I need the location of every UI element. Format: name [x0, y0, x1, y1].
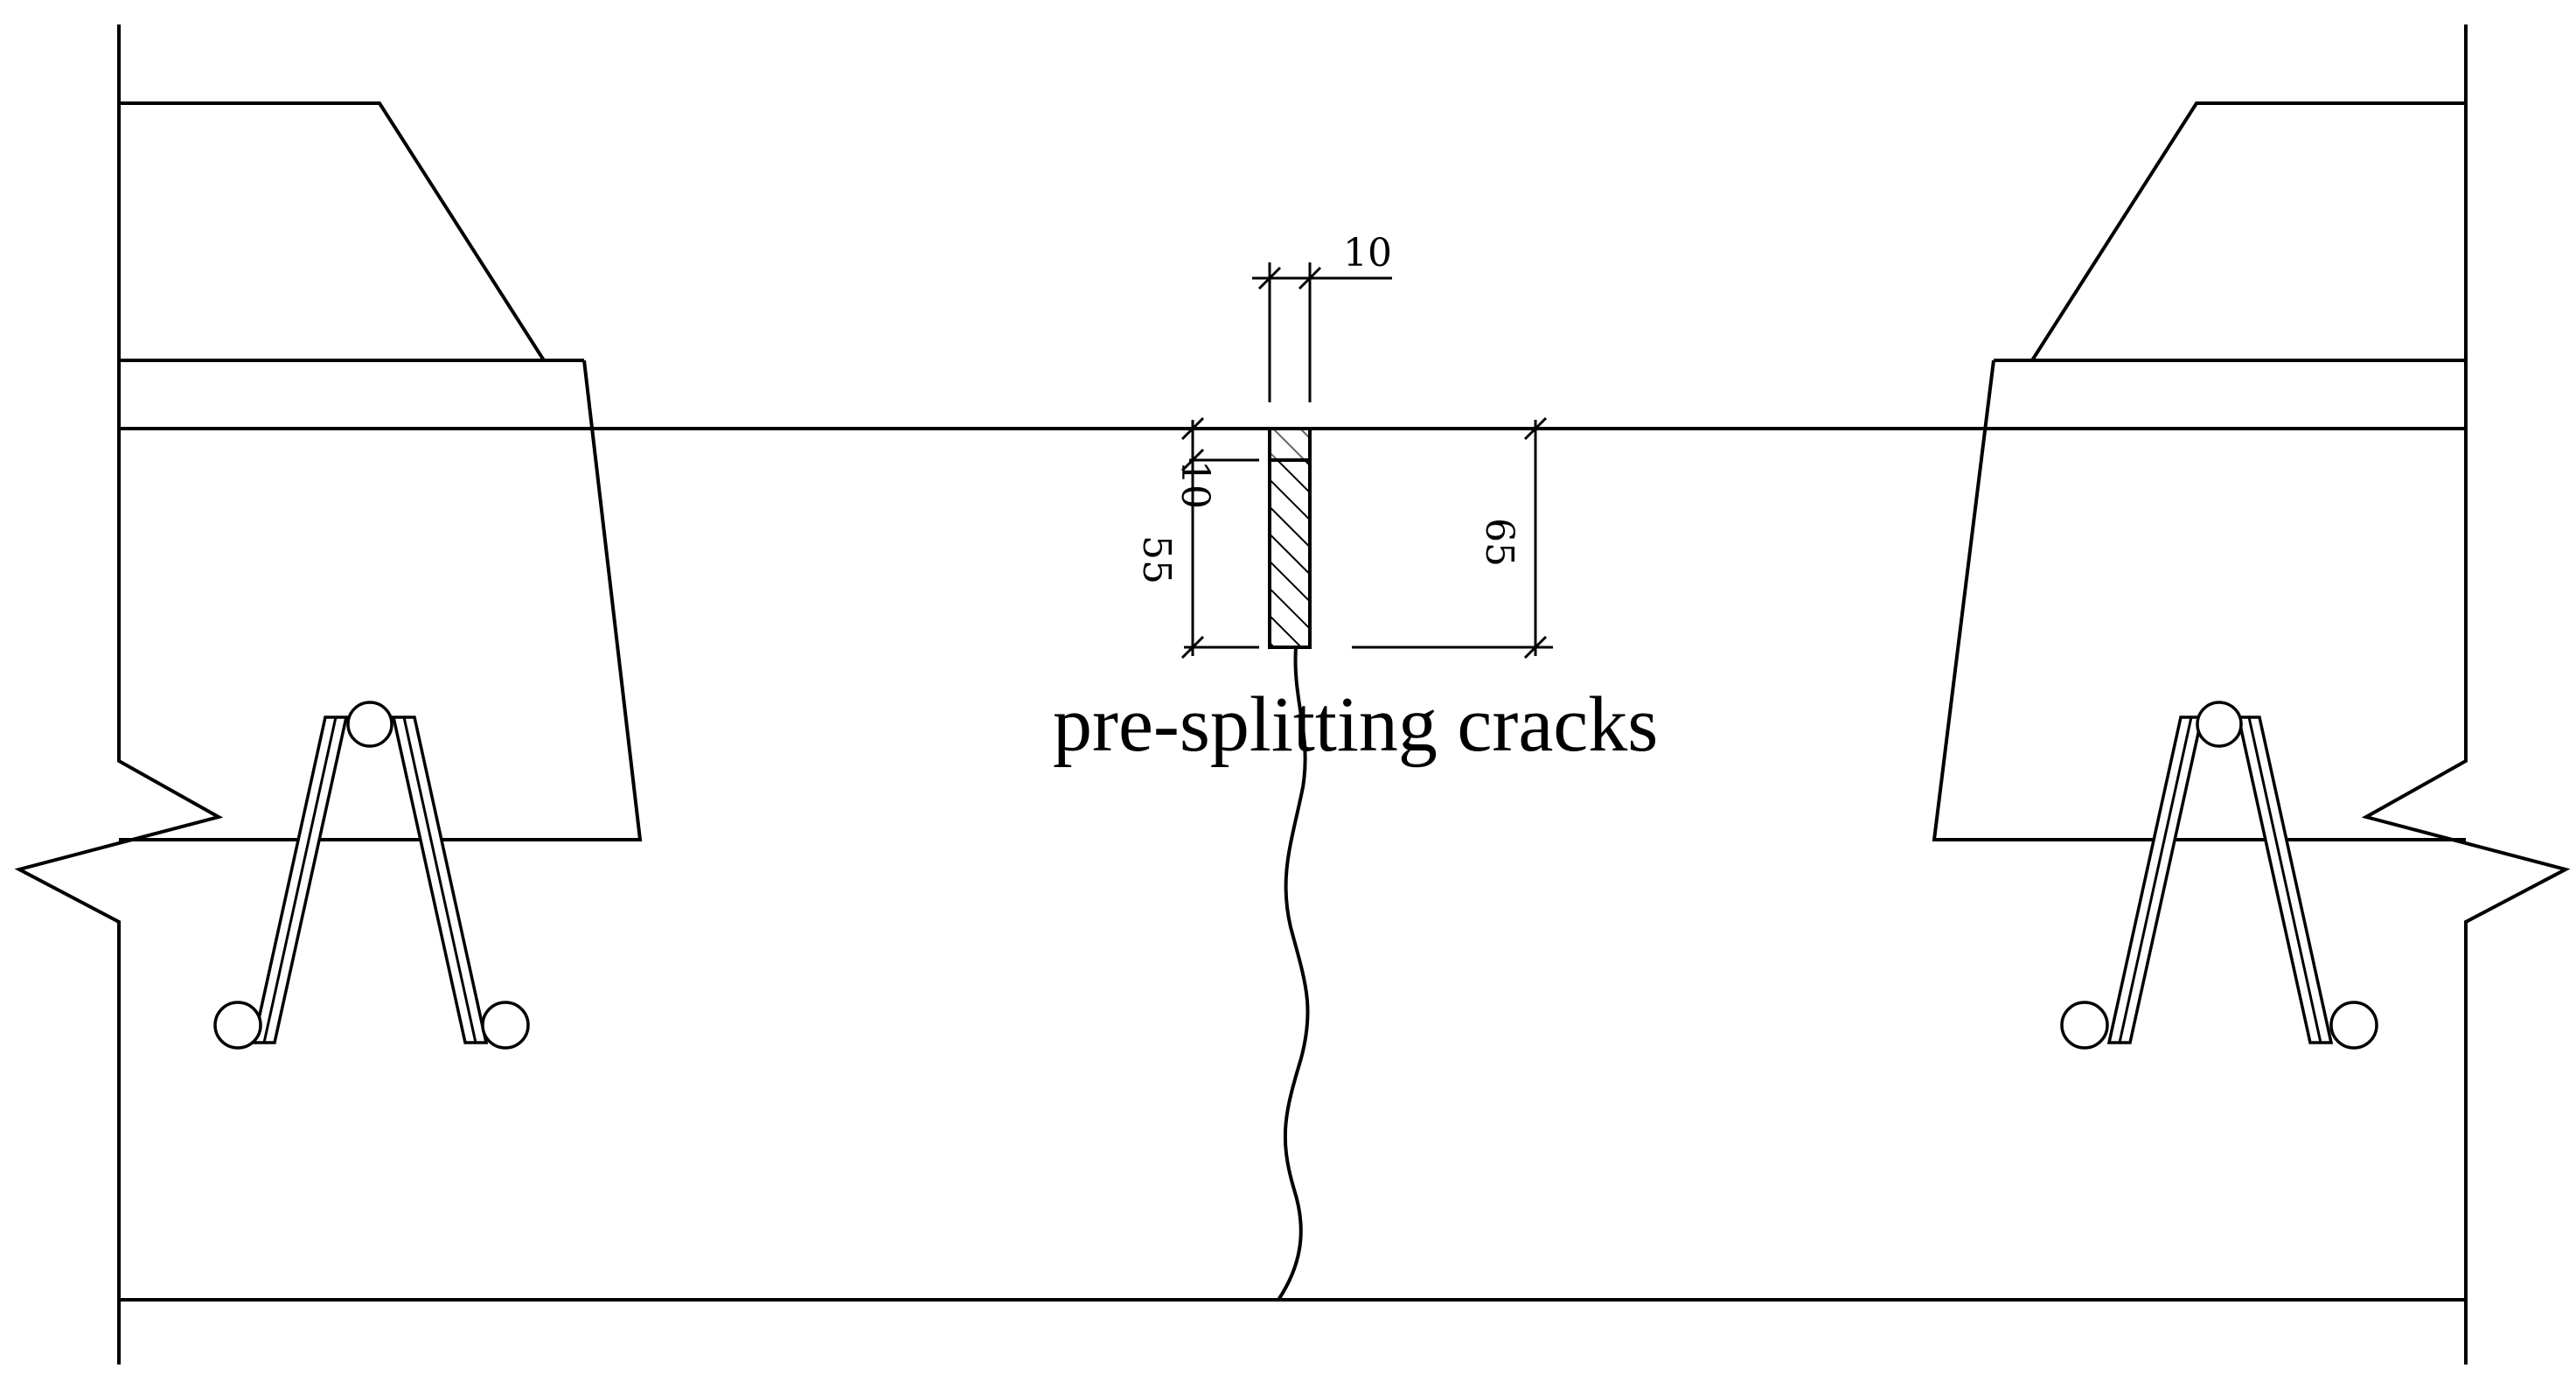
crack-slot [1268, 262, 1312, 1302]
dimension-width: 10 [1252, 231, 1392, 290]
left-bolt-assembly [213, 701, 530, 1050]
dimension-right: 65 [1352, 416, 1553, 660]
left-bottom-left-ring [213, 1001, 262, 1050]
right-bolt-rods [2106, 715, 2334, 1044]
crack-line [1277, 646, 1310, 1302]
caption: pre-splitting cracks [1053, 681, 1658, 768]
dim-label-width: 10 [1343, 231, 1392, 276]
dim-label-upper: 10 [1173, 460, 1217, 509]
left-bolt-rods [251, 715, 489, 1044]
right-bottom-left-ring [2060, 1001, 2109, 1050]
left-block [119, 101, 643, 841]
right-top-ring [2196, 701, 2243, 748]
dimension-left: 10 55 [1134, 416, 1259, 660]
right-bolt-assembly [2060, 701, 2378, 1050]
left-bottom-right-ring [481, 1001, 530, 1050]
left-top-ring [346, 701, 393, 748]
dim-label-right-depth: 65 [1477, 518, 1521, 567]
left-wall [14, 24, 224, 1365]
right-bottom-right-ring [2329, 1001, 2378, 1050]
right-block [1932, 101, 2466, 841]
dim-label-left-depth: 55 [1134, 535, 1179, 584]
right-wall [2361, 24, 2571, 1365]
